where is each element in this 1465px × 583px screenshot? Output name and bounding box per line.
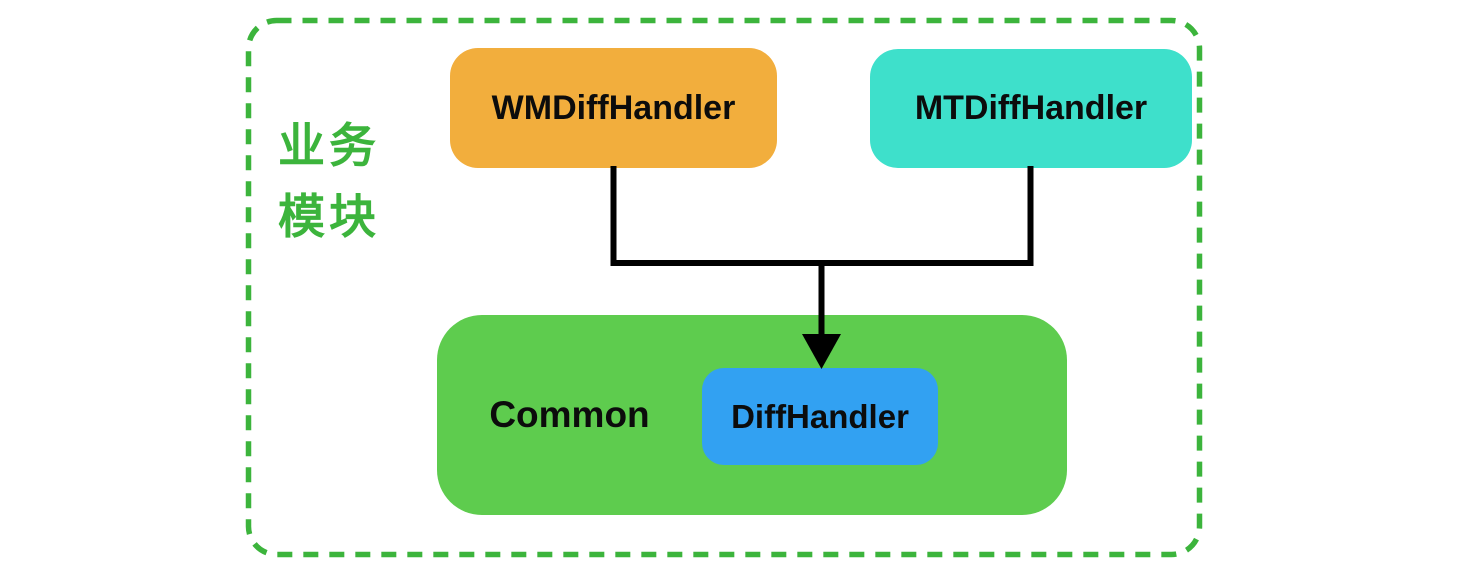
node-common: Common DiffHandler <box>437 315 1067 515</box>
node-wmdiffhandler-label: WMDiffHandler <box>491 88 736 127</box>
connector-merge-line <box>610 166 1034 266</box>
node-diffhandler-label: DiffHandler <box>731 397 909 435</box>
node-common-label: Common <box>489 394 650 435</box>
group-label: 业务 模块 <box>278 110 380 252</box>
node-diffhandler: DiffHandler <box>702 368 938 465</box>
group-label-line1: 业务 <box>278 119 380 172</box>
group-label-line2: 模块 <box>278 190 380 243</box>
node-mtdiffhandler-label: MTDiffHandler <box>914 89 1148 127</box>
node-mtdiffhandler: MTDiffHandler <box>870 49 1192 168</box>
node-wmdiffhandler: WMDiffHandler <box>450 48 777 168</box>
